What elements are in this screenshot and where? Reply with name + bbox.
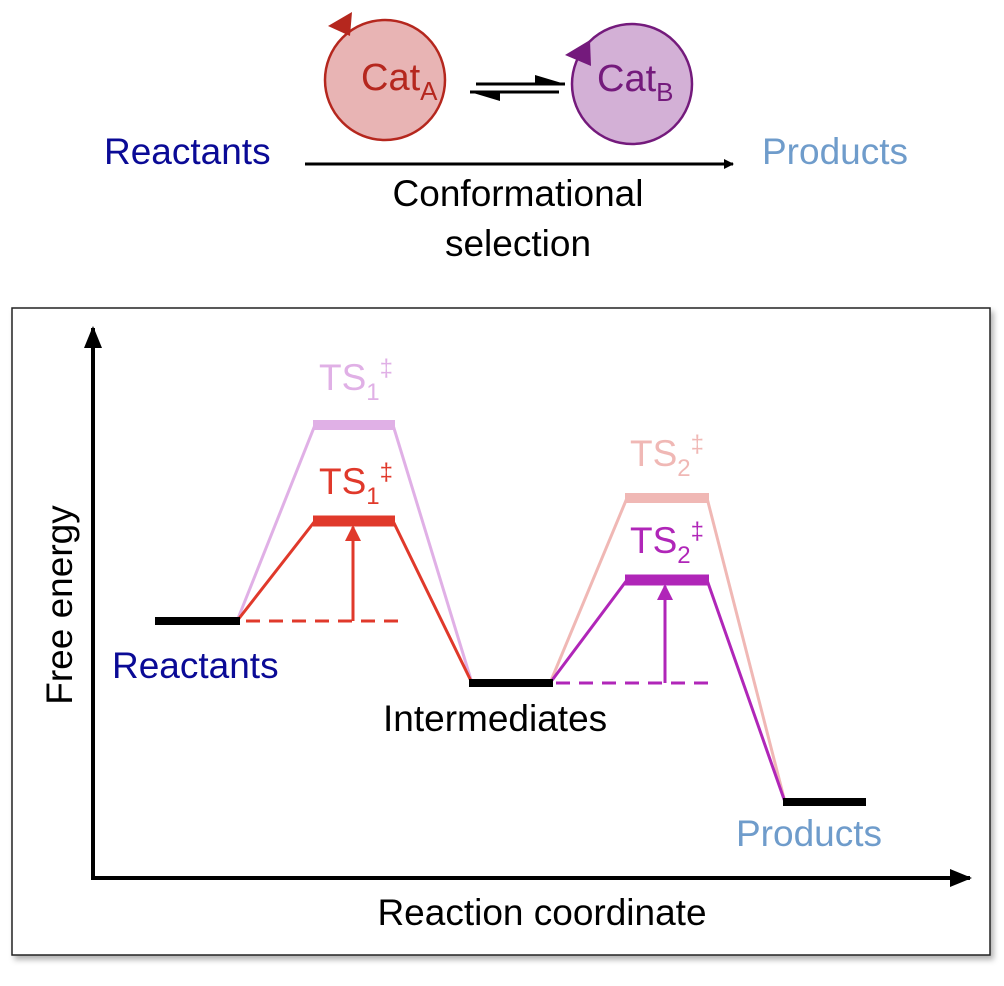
scheme-products-label: Products — [762, 131, 908, 172]
arrow-label-line1: Conformational — [393, 173, 644, 214]
label-ts2-dark: TS2‡ — [630, 518, 704, 569]
label-intermediates: Intermediates — [383, 698, 607, 739]
catalyst-scheme: CatA CatB Reactants Products Conformatio… — [104, 12, 908, 264]
arrow-label-line2: selection — [445, 223, 591, 264]
rotation-arrow-icon — [328, 12, 352, 36]
x-axis-label: Reaction coordinate — [377, 892, 706, 933]
label-products: Products — [736, 813, 882, 854]
svg-text:CatB: CatB — [597, 58, 673, 107]
energy-profile-panel: Free energy Reaction coordinate Reactant… — [11, 307, 991, 956]
svg-text:CatA: CatA — [361, 57, 438, 106]
label-ts2-light: TS2‡ — [630, 431, 704, 482]
catalyst-a: CatA — [323, 12, 447, 142]
label-reactants: Reactants — [112, 645, 279, 686]
label-ts1-light: TS1‡ — [319, 355, 393, 406]
scheme-reactants-label: Reactants — [104, 131, 271, 172]
catalyst-b: CatB — [565, 22, 694, 146]
equilibrium-arrows-icon — [470, 75, 565, 101]
label-ts1-dark: TS1‡ — [319, 459, 393, 510]
y-axis-label: Free energy — [39, 505, 80, 705]
rotation-arrow-icon — [565, 40, 591, 66]
